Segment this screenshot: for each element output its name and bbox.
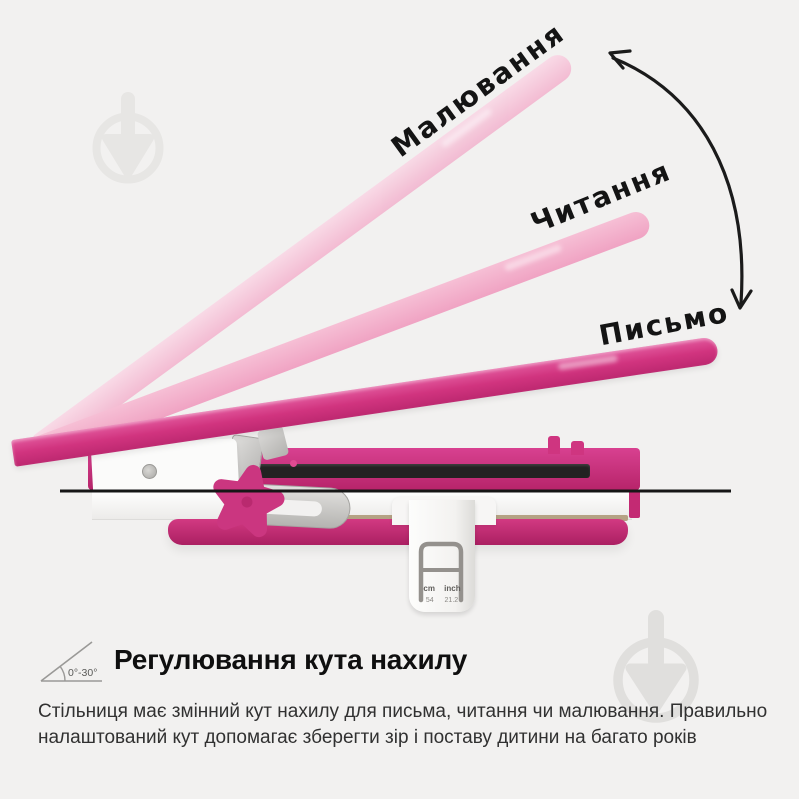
tray-tab (571, 441, 584, 455)
tilt-arc-arrow-icon (608, 49, 753, 310)
screw (142, 464, 157, 479)
section-heading: Регулювання кута нахилу (114, 644, 468, 675)
tilt-knob-assembly (213, 464, 351, 538)
angle-range-icon: 0°-30° (40, 641, 102, 682)
watermark-logo-icon (613, 610, 699, 723)
angle-range-text: 0°-30° (68, 667, 97, 679)
ruler-reading: 54 21.2 (425, 597, 459, 604)
star-knob-icon (213, 464, 285, 538)
section-body: Стільниця має змінний кут нахилу для пис… (38, 701, 768, 749)
clamp-wire-handle-icon (418, 541, 464, 603)
desk-leg: cm inch 54 21.2 (409, 500, 475, 612)
tray-tab (548, 436, 560, 454)
ruler-units: cm inch (423, 584, 461, 593)
table-beam-pink-edge (629, 490, 640, 518)
bolt (290, 460, 297, 467)
watermark-logo-icon (92, 92, 164, 184)
